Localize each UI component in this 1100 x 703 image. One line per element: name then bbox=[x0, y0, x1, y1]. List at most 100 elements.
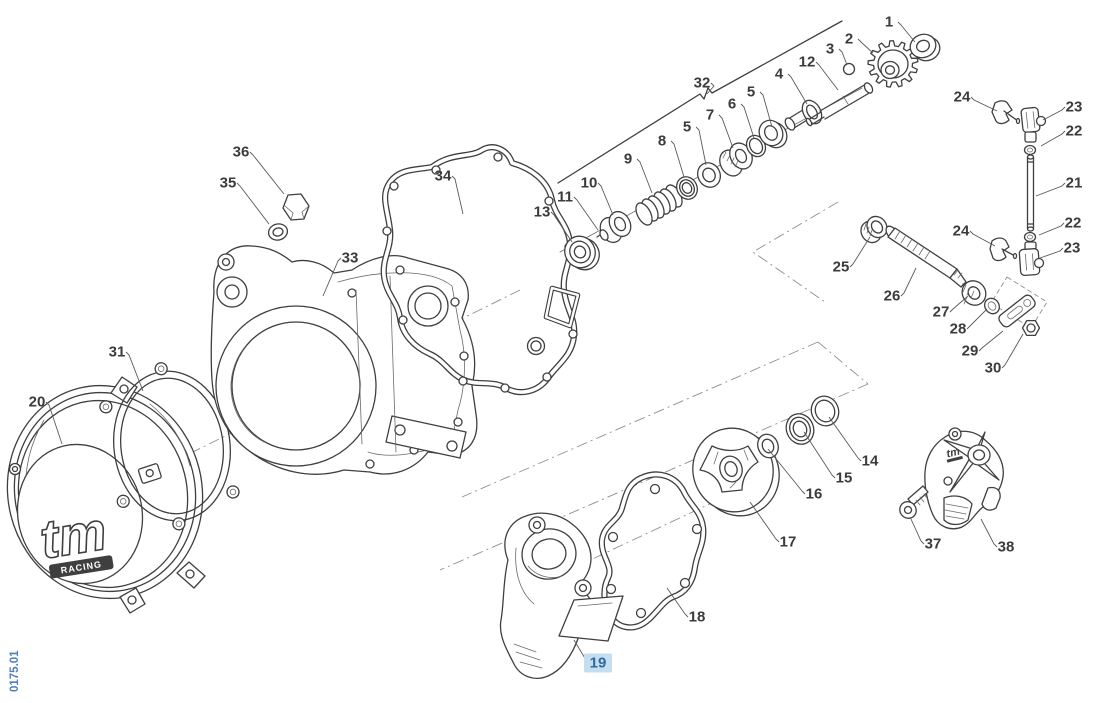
callout-number: 5 bbox=[747, 84, 755, 101]
callout-3[interactable]: 3 bbox=[826, 41, 848, 66]
callout-18[interactable]: 18 bbox=[666, 587, 705, 626]
callout-6[interactable]: 6 bbox=[728, 96, 755, 139]
callout-33[interactable]: 33 bbox=[322, 250, 359, 297]
part-worm-shaft-assembly bbox=[860, 215, 1041, 337]
callout-12[interactable]: 12 bbox=[799, 54, 839, 91]
callout-number: 21 bbox=[1066, 175, 1083, 192]
callout-28[interactable]: 28 bbox=[950, 308, 988, 338]
callout-number: 28 bbox=[950, 321, 967, 338]
callout-leader-line bbox=[1001, 333, 1024, 369]
callout-26[interactable]: 26 bbox=[884, 267, 917, 305]
callout-20[interactable]: 20 bbox=[29, 394, 63, 445]
callout-number: 20 bbox=[29, 394, 46, 411]
callout-leader-line bbox=[740, 103, 755, 139]
callout-leader-line bbox=[749, 501, 780, 543]
callout-number: 34 bbox=[435, 168, 452, 185]
callout-24[interactable]: 24 bbox=[953, 223, 996, 247]
callout-15[interactable]: 15 bbox=[803, 431, 853, 487]
part-linkage-rod-assembly bbox=[989, 100, 1047, 277]
callout-number: 37 bbox=[925, 536, 942, 553]
racing-banner bbox=[48, 555, 114, 579]
callout-leader-line bbox=[249, 151, 285, 195]
callout-number: 7 bbox=[706, 107, 714, 124]
tm-logo-small: tm bbox=[945, 445, 963, 463]
callout-number: 4 bbox=[775, 66, 784, 83]
callout-22[interactable]: 22 bbox=[1040, 123, 1082, 147]
callout-leader-line bbox=[1040, 130, 1066, 147]
callout-number: 32 bbox=[694, 75, 711, 92]
callout-number: 25 bbox=[833, 259, 850, 276]
callout-37[interactable]: 37 bbox=[910, 518, 942, 553]
callout-10[interactable]: 10 bbox=[581, 175, 614, 216]
callout-leader-line bbox=[787, 73, 808, 105]
callout-number: 27 bbox=[933, 304, 950, 321]
callout-leader-line bbox=[970, 96, 998, 112]
callout-17[interactable]: 17 bbox=[749, 501, 797, 551]
callout-27[interactable]: 27 bbox=[933, 295, 969, 321]
callout-leader-line bbox=[706, 82, 715, 95]
callout-number: 33 bbox=[342, 250, 359, 267]
callout-number: 15 bbox=[836, 470, 853, 487]
part-plug-washer bbox=[267, 193, 310, 241]
callout-number: 17 bbox=[780, 534, 797, 551]
part-pump-gasket bbox=[598, 471, 707, 631]
callout-14[interactable]: 14 bbox=[828, 416, 879, 470]
callout-5[interactable]: 5 bbox=[747, 84, 773, 128]
callout-1[interactable]: 1 bbox=[885, 14, 916, 43]
callout-32[interactable]: 32 bbox=[694, 75, 715, 95]
callout-leader-line bbox=[666, 587, 689, 618]
callout-13[interactable]: 13 bbox=[534, 204, 573, 243]
callout-leader-line bbox=[978, 330, 1004, 352]
callout-number: 36 bbox=[233, 144, 250, 161]
callout-21[interactable]: 21 bbox=[1035, 175, 1083, 197]
callout-leader-line bbox=[636, 158, 653, 194]
callout-35[interactable]: 35 bbox=[220, 175, 270, 225]
callout-9[interactable]: 9 bbox=[624, 151, 653, 194]
callout-5[interactable]: 5 bbox=[683, 119, 707, 166]
callout-leader-line bbox=[451, 175, 464, 215]
callout-number: 35 bbox=[220, 175, 237, 192]
callout-leader-line bbox=[670, 140, 685, 178]
callout-24[interactable]: 24 bbox=[954, 89, 998, 112]
callout-leader-line bbox=[597, 182, 614, 216]
callout-30[interactable]: 30 bbox=[985, 333, 1024, 377]
callout-number: 13 bbox=[534, 204, 551, 221]
callout-23[interactable]: 23 bbox=[1042, 99, 1082, 121]
callout-19[interactable]: 19 bbox=[573, 639, 612, 673]
drawing-code: 0175.01 bbox=[9, 650, 21, 692]
callout-leader-line bbox=[695, 126, 707, 166]
callout-22[interactable]: 22 bbox=[1038, 215, 1081, 236]
callout-2[interactable]: 2 bbox=[845, 31, 874, 54]
callout-36[interactable]: 36 bbox=[233, 144, 285, 195]
callout-number: 14 bbox=[862, 453, 879, 470]
callout-number: 19 bbox=[590, 655, 607, 672]
callout-leader-line bbox=[897, 21, 916, 43]
callout-number: 5 bbox=[683, 119, 691, 136]
callout-11[interactable]: 11 bbox=[557, 189, 599, 231]
callout-leader-line bbox=[980, 518, 998, 548]
callout-leader-line bbox=[550, 211, 573, 243]
part-impeller-seals bbox=[692, 395, 840, 517]
callout-31[interactable]: 31 bbox=[109, 344, 144, 392]
callout-number: 31 bbox=[109, 344, 126, 361]
callout-7[interactable]: 7 bbox=[706, 107, 734, 149]
callout-25[interactable]: 25 bbox=[833, 236, 871, 276]
part-screw bbox=[899, 485, 929, 519]
callout-23[interactable]: 23 bbox=[1039, 240, 1081, 259]
callout-34[interactable]: 34 bbox=[435, 168, 464, 215]
callout-number: 9 bbox=[624, 151, 632, 168]
callout-number: 38 bbox=[998, 539, 1015, 556]
callout-number: 23 bbox=[1064, 240, 1081, 257]
part-shaft-stack bbox=[564, 33, 941, 271]
callout-leader-line bbox=[1035, 182, 1066, 197]
callout-leader-line bbox=[803, 431, 836, 479]
callout-29[interactable]: 29 bbox=[962, 330, 1004, 360]
callout-4[interactable]: 4 bbox=[775, 66, 808, 105]
callout-leader-line bbox=[759, 91, 773, 128]
callout-38[interactable]: 38 bbox=[980, 518, 1015, 556]
callout-leader-line bbox=[767, 448, 806, 495]
callout-8[interactable]: 8 bbox=[658, 133, 685, 178]
callout-leader-line bbox=[322, 257, 342, 297]
callout-16[interactable]: 16 bbox=[767, 448, 822, 503]
